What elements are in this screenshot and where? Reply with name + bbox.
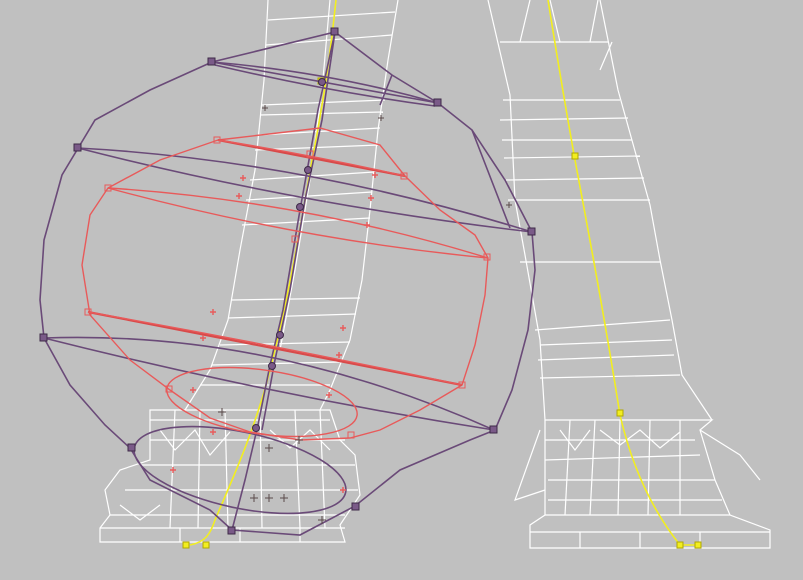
inner-control-point [104,184,112,192]
cage-control-point [527,227,536,236]
inner-control-point [347,431,355,439]
right-leg-spline [547,0,700,546]
inner-foot-ellipse [166,366,358,438]
cage-control-point [330,27,339,36]
inner-control-point [306,150,314,158]
cage-outline [39,31,536,536]
cage-control-point [318,78,326,86]
cage-control-point [276,331,284,339]
spline-vertex [676,541,684,549]
cage-control-point [127,443,136,452]
spline-vertex [571,152,579,160]
cage-control-point [207,57,216,66]
inner-control-point [400,172,408,180]
cage-control-point [296,203,304,211]
right-leg-wireframe[interactable] [487,0,771,549]
cage-control-point [268,362,276,370]
inner-control-point [458,381,466,389]
spline-vertex [616,409,624,417]
cage-control-point [433,98,442,107]
cage-control-point [39,333,48,342]
cage-control-point [227,526,236,535]
spline-vertex [694,541,702,549]
left-leg-spline [189,0,337,546]
spline-vertex [182,541,190,549]
inner-control-point [213,136,221,144]
cage-control-point [304,166,312,174]
inner-cage-outline [81,127,489,441]
inner-control-point [483,253,491,261]
cage-control-point [489,425,498,434]
inner-control-point [84,308,92,316]
cage-control-point [351,502,360,511]
inner-control-point [291,235,299,243]
spline-vertex [202,541,210,549]
inner-control-point [165,385,173,393]
outer-lattice-cage[interactable] [39,27,536,536]
cage-control-point [252,424,260,432]
inner-lattice-cage[interactable] [81,127,491,447]
vertex-markers[interactable] [170,105,512,524]
cage-control-point [73,143,82,152]
